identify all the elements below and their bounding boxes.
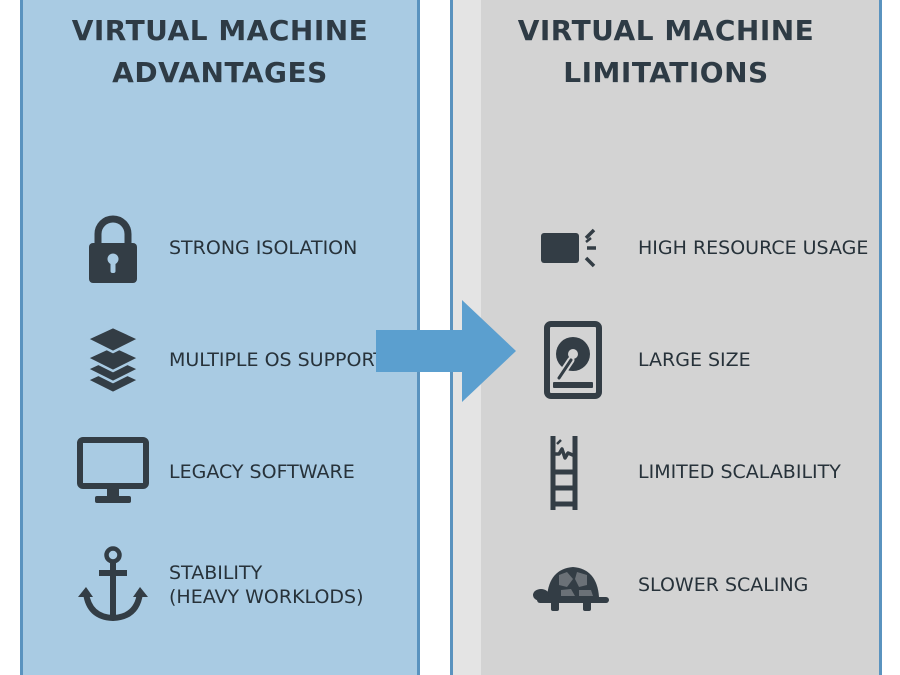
limitation-item-high-resource: HIGH RESOURCE USAGE <box>453 208 879 288</box>
limitation-label: HIGH RESOURCE USAGE <box>638 208 868 288</box>
limitation-item-limited-scalability: LIMITED SCALABILITY <box>453 432 879 512</box>
advantage-label-line1: STABILITY <box>169 562 263 584</box>
advantage-label: MULTIPLE OS SUPPORT <box>169 320 385 400</box>
advantage-label: STRONG ISOLATION <box>169 208 357 288</box>
limitation-label: LIMITED SCALABILITY <box>638 432 841 512</box>
limitation-label-text: LARGE SIZE <box>638 349 751 371</box>
anchor-icon <box>73 545 153 625</box>
advantage-item-multiple-os: MULTIPLE OS SUPPORT <box>23 320 417 400</box>
broken-ladder-icon <box>531 432 611 512</box>
advantage-item-strong-isolation: STRONG ISOLATION <box>23 208 417 288</box>
limitations-title: VIRTUAL MACHINE LIMITATIONS <box>453 10 879 94</box>
limitations-title-line1: VIRTUAL MACHINE <box>517 14 815 47</box>
limitation-label-text: LIMITED SCALABILITY <box>638 461 841 483</box>
right-arrow-icon <box>376 296 518 406</box>
turtle-icon <box>531 545 611 625</box>
advantage-label-text: MULTIPLE OS SUPPORT <box>169 349 385 371</box>
advantage-item-legacy-software: LEGACY SOFTWARE <box>23 432 417 512</box>
hard-disk-icon <box>531 320 611 400</box>
limitations-panel: VIRTUAL MACHINE LIMITATIONS HIGH RESOURC… <box>450 0 882 675</box>
limitation-label-text: HIGH RESOURCE USAGE <box>638 237 869 259</box>
advantages-title-line2: ADVANTAGES <box>112 56 328 89</box>
advantages-panel: VIRTUAL MACHINE ADVANTAGES STRONG ISOLAT… <box>20 0 420 675</box>
layers-icon <box>73 320 153 400</box>
limitation-label: SLOWER SCALING <box>638 545 808 625</box>
advantage-label-text: STRONG ISOLATION <box>169 237 358 259</box>
limitations-title-line2: LIMITATIONS <box>563 56 769 89</box>
battery-drain-icon <box>531 208 611 288</box>
limitation-item-slower-scaling: SLOWER SCALING <box>453 545 879 625</box>
advantage-label: LEGACY SOFTWARE <box>169 432 355 512</box>
limitation-item-large-size: LARGE SIZE <box>453 320 879 400</box>
monitor-icon <box>73 432 153 512</box>
advantage-label-line2: (HEAVY WORKLODS) <box>169 586 364 608</box>
lock-icon <box>73 208 153 288</box>
advantages-title-line1: VIRTUAL MACHINE <box>71 14 369 47</box>
advantages-title: VIRTUAL MACHINE ADVANTAGES <box>23 10 417 94</box>
limitation-label: LARGE SIZE <box>638 320 751 400</box>
advantage-label-text: LEGACY SOFTWARE <box>169 461 355 483</box>
advantage-item-stability: STABILITY (HEAVY WORKLODS) <box>23 545 417 625</box>
advantage-label: STABILITY (HEAVY WORKLODS) <box>169 545 364 625</box>
limitation-label-text: SLOWER SCALING <box>638 574 809 596</box>
